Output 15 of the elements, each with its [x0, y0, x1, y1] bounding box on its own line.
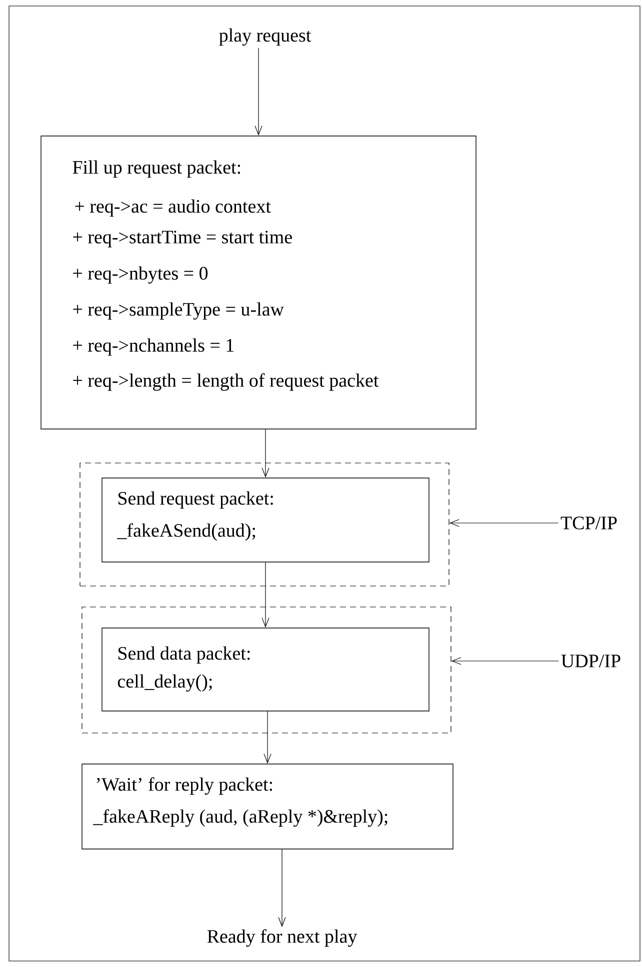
start-text: play request	[219, 28, 312, 46]
process-box: ’Wait’ for reply packet: _fakeAReply (aud, (aReply *)&reply);	[82, 764, 454, 850]
end-text: Ready for next play	[207, 929, 358, 947]
arrow	[264, 711, 272, 764]
arrow	[449, 519, 559, 527]
protocol-label: TCP/IP	[560, 516, 617, 530]
process-box: Fill up request packet: + req->ac = audio context + req->startTime = start time + req->nbytes = 0 + req->sampleType = u-law + req->nchannels = 1 + req->length = length of request packet	[40, 136, 476, 430]
arrow	[451, 657, 559, 665]
arrow	[262, 429, 270, 478]
arrow	[278, 849, 286, 928]
process-box: Send request packet: _fakeASend(aud);	[102, 478, 430, 562]
arrow	[254, 48, 262, 136]
arrow	[262, 562, 270, 628]
protocol-label: UDP/IP	[561, 654, 620, 668]
process-box: Send data packet: cell_delay();	[102, 628, 430, 712]
